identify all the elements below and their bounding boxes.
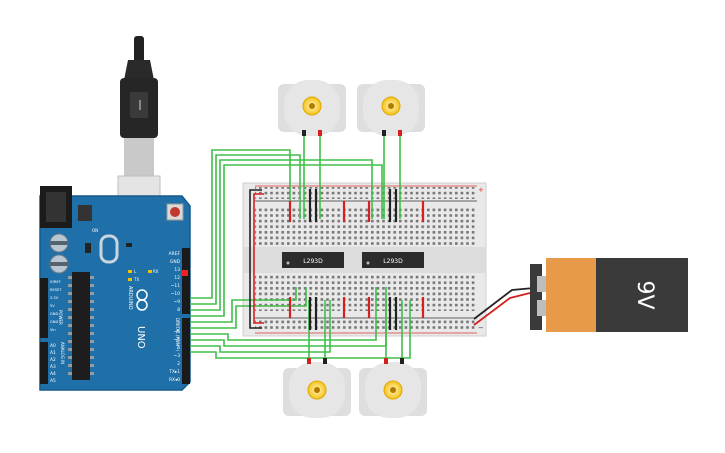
dc-motor-1[interactable] [278,80,346,136]
arduino-uno[interactable]: ARDUINO UNO POWER ANALOG IN DIGITAL (PWM… [39,186,191,391]
l293d-chip-right[interactable]: L293D [362,252,424,268]
arduino-brand-label: ARDUINO [127,286,133,310]
analog-in-label: ANALOG IN [60,342,65,364]
pin-label-2: 2 [177,361,180,367]
pin-label-3v3: 3.3V [50,296,59,300]
reset-button[interactable] [170,207,180,217]
pin-label-5v: 5V [50,304,55,308]
pin-label-a4: A4 [50,371,56,377]
led-label-tx: TX [133,277,139,282]
arduino-logo [136,289,148,311]
dc-motor-3[interactable] [283,362,351,418]
digital-top-labels: AREF GND 13 12 ~11 ~10 ~9 8 [169,251,181,313]
dc-motor-2[interactable] [357,80,425,136]
pin-label-9: ~9 [174,299,181,305]
analog-header-labels: A0 A1 A2 A3 A4 A5 [50,343,56,384]
pin-label-a5: A5 [50,378,56,384]
breadboard[interactable]: + − L293D L293D [242,182,487,337]
rail-plus-sign: + [478,186,484,194]
led-label-rx: RX [153,269,159,274]
power-label: POWER [58,310,63,325]
pin-label-8: 8 [177,307,180,313]
pin-label-a1: A1 [50,350,56,356]
dc-motor-4[interactable] [359,362,427,418]
pin-label-13: 13 [174,267,180,273]
pin-label-gnd-2: GND [50,320,58,324]
pin-label-0: RX◂0 [169,377,180,383]
battery-9v[interactable]: 9V [530,258,688,332]
pin-label-7: 7 [177,321,180,327]
pin-label-12: 12 [174,275,180,281]
l293d-chip-left[interactable]: L293D [282,252,344,268]
chip-label-right: L293D [383,258,403,265]
pin-label-5: ~5 [174,337,181,343]
arduino-model-label: UNO [135,326,146,349]
pin-label-ioref: IOREF [50,280,61,284]
digital-label: DIGITAL (PWM~) [175,318,180,352]
pin-label-a3: A3 [50,364,56,370]
pin-label-11: ~11 [171,283,180,289]
pin-label-3: ~3 [174,353,181,359]
pin-label-a2: A2 [50,357,56,363]
pin-label-reset: RESET [50,288,62,292]
jumper-wires-red [288,201,425,318]
jumper-wires-black [308,189,398,330]
rail-minus-sign: − [478,324,484,332]
rail-bridge-wires [249,189,264,329]
pin-label-aref: AREF [169,251,181,257]
green-signal-wires [190,134,411,362]
on-label: ON [92,228,98,233]
pin-label-gnd-1: GND [50,312,58,316]
pin-label-a0: A0 [50,343,56,349]
pin-label-4: 4 [177,345,180,351]
battery-leads [473,287,535,326]
motor-terminals [302,130,404,364]
battery-label: 9V [632,280,657,309]
power-header-labels: IOREF RESET 3.3V 5V GND GND Vin [50,280,62,332]
digital-bottom-labels: 7 ~6 ~5 4 ~3 2 TX▸1 RX◂0 [168,321,180,383]
pin-label-1: TX▸1 [168,369,180,375]
pin-label-vin: Vin [50,328,56,332]
pin-label-gnd-top: GND [170,259,181,265]
pin-label-10: ~10 [171,291,180,297]
pin-label-6: ~6 [174,329,181,335]
led-label-l: L [134,269,137,274]
chip-label-left: L293D [303,258,323,265]
